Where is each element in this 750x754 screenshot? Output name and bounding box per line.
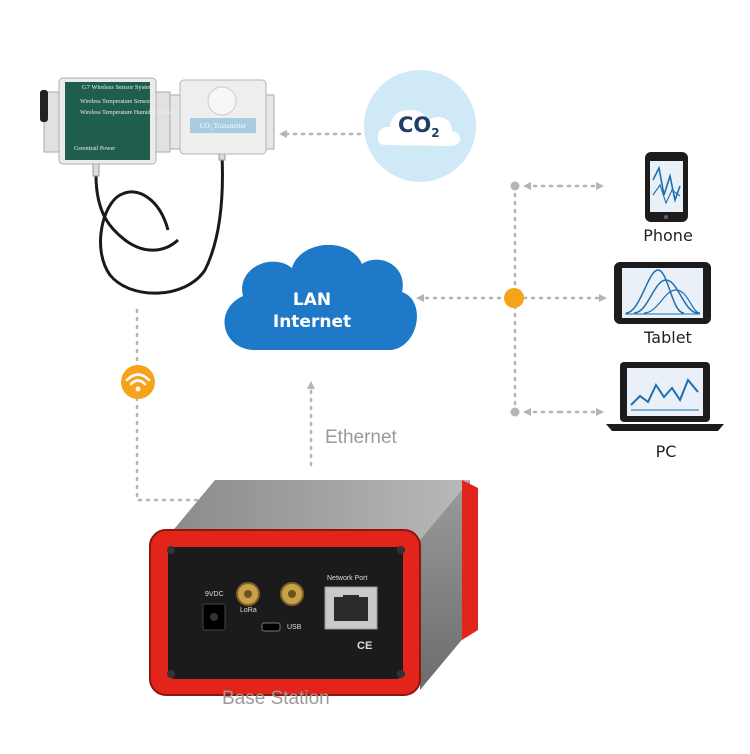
phone-icon	[645, 152, 688, 222]
pc-icon	[606, 362, 724, 431]
cloud-line-lan: LAN	[292, 290, 332, 310]
port-usb-label: USB	[287, 624, 302, 631]
tablet-label: Tablet	[644, 328, 692, 347]
port-network-label: Network Port	[327, 575, 368, 582]
ethernet-label: Ethernet	[325, 427, 397, 448]
phone-label: Phone	[643, 226, 693, 245]
tablet-icon	[614, 262, 711, 324]
wireless-link-line	[135, 308, 209, 504]
wifi-icon	[121, 365, 155, 399]
base-station-label: Base Station	[222, 688, 330, 709]
port-power-label: 9VDC	[205, 591, 224, 598]
co2-cloud-icon	[377, 110, 461, 146]
lan-cloud	[224, 244, 417, 351]
base-station-device	[149, 480, 478, 696]
co2-badge-label: CO2	[398, 113, 440, 140]
co2-main-text: CO	[398, 113, 432, 137]
sensor-unit-footer: Greentrail Power	[74, 146, 116, 152]
transmitter-label: CO₂ Transmitter	[200, 122, 247, 130]
bus-node-pc	[510, 407, 520, 417]
cloud-line-internet: Internet	[272, 312, 352, 332]
ce-mark: CE	[357, 640, 373, 652]
co2-transmitter	[169, 79, 275, 155]
sensor-unit-title: G7 Wireless Sensor System	[82, 84, 155, 91]
sensor-unit-row2: Wireless Temperature Humidity Sensor	[80, 110, 175, 116]
wireless-sensor-unit	[40, 77, 171, 165]
port-lora-label: LoRa	[240, 607, 257, 614]
sensor-unit-row1: Wireless Temperature Sensor	[80, 99, 151, 105]
hub-node	[504, 288, 524, 308]
sensor-cables	[94, 154, 224, 295]
co2-sub-text: 2	[431, 126, 440, 141]
pc-label: PC	[655, 442, 677, 461]
antenna	[40, 90, 48, 122]
cloud-label: LAN Internet	[242, 289, 382, 333]
bus-node-phone	[510, 181, 520, 191]
